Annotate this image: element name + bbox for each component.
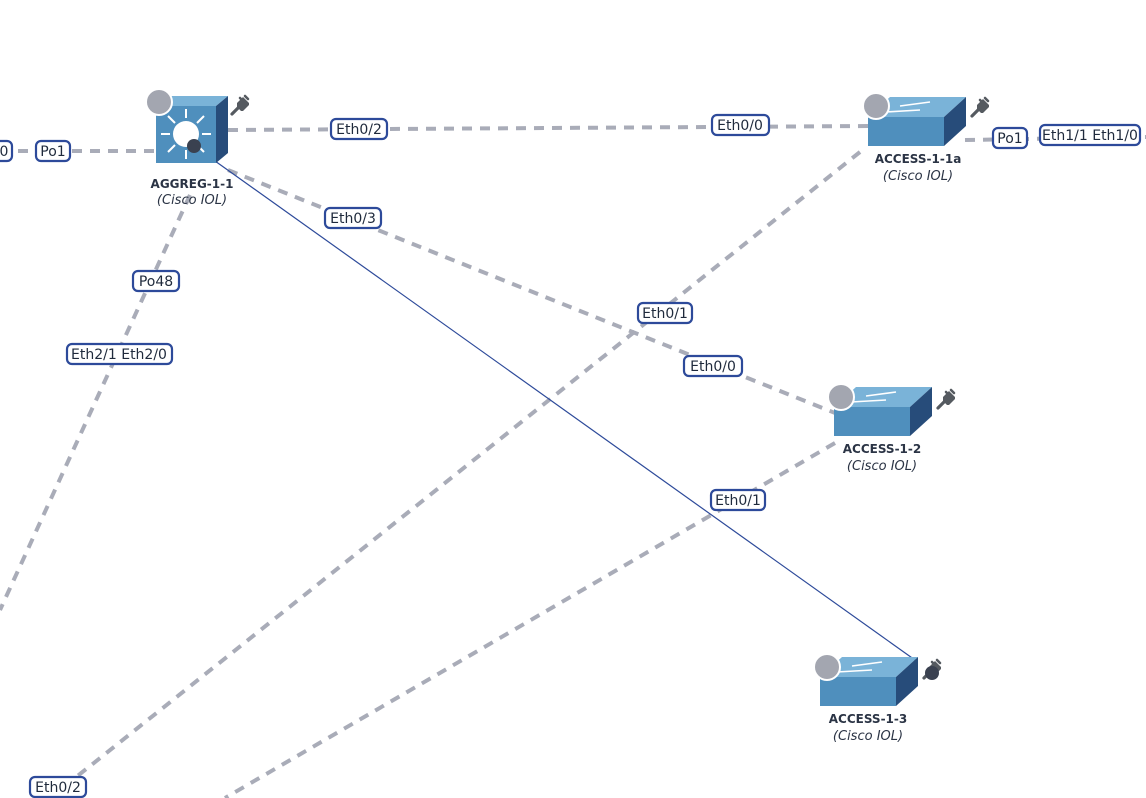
svg-text:Eth0/1: Eth0/1: [715, 493, 761, 509]
status-circle: [813, 653, 841, 681]
svg-text:Eth0/0: Eth0/0: [717, 118, 763, 134]
node-access-1-3[interactable]: ACCESS-1-3 (Cisco IOL): [813, 653, 943, 744]
interface-label[interactable]: Eth1/1 Eth1/0: [1038, 123, 1142, 147]
interface-label[interactable]: Eth0/0: [682, 354, 744, 378]
interface-label[interactable]: Eth2/1 Eth2/0: [65, 342, 174, 366]
svg-text:Eth1/1 Eth1/0: Eth1/1 Eth1/0: [1042, 128, 1138, 144]
node-name: ACCESS-1-3: [829, 712, 908, 726]
svg-text:Eth2/1 Eth2/0: Eth2/1 Eth2/0: [71, 347, 167, 363]
link-access11a-eth01[interactable]: [73, 150, 862, 780]
svg-text:Po48: Po48: [139, 274, 173, 290]
svg-text:Eth0/0: Eth0/0: [690, 359, 736, 375]
interface-label[interactable]: Eth0/3: [323, 206, 383, 230]
svg-text:Po1: Po1: [40, 144, 65, 160]
link-endpoint-dot: [187, 139, 201, 153]
node-type: (Cisco IOL): [883, 169, 953, 184]
layer2-switch-icon: [868, 97, 966, 146]
interface-label[interactable]: Eth0/1: [709, 488, 767, 512]
interface-label[interactable]: Eth0/1: [636, 301, 694, 325]
link-endpoint-dot: [925, 666, 939, 680]
layer2-switch-icon: [820, 657, 918, 706]
link-aggreg-access11a[interactable]: [227, 124, 871, 132]
node-type: (Cisco IOL): [847, 459, 917, 474]
svg-text:Eth0/2: Eth0/2: [35, 780, 81, 796]
link-aggreg-access12[interactable]: [227, 168, 841, 417]
status-circle: [827, 383, 855, 411]
status-circle: [145, 88, 173, 116]
node-type: (Cisco IOL): [157, 193, 227, 208]
node-access-1-1a[interactable]: ACCESS-1-1a (Cisco IOL): [862, 92, 991, 184]
plug-icon[interactable]: [936, 388, 957, 410]
interface-label[interactable]: Po1: [34, 139, 72, 163]
svg-text:Eth0/3: Eth0/3: [330, 211, 376, 227]
node-access-1-2[interactable]: ACCESS-1-2 (Cisco IOL): [827, 383, 957, 474]
plug-icon[interactable]: [970, 96, 991, 118]
interface-label[interactable]: 0: [0, 139, 14, 163]
node-aggreg-1-1[interactable]: AGGREG-1-1 (Cisco IOL): [145, 88, 251, 208]
svg-text:Eth0/1: Eth0/1: [642, 306, 688, 322]
interface-label[interactable]: Po48: [131, 269, 181, 293]
svg-text:0: 0: [0, 144, 8, 160]
node-name: ACCESS-1-1a: [875, 152, 962, 166]
svg-text:Eth0/2: Eth0/2: [336, 122, 382, 138]
interface-label[interactable]: Eth0/2: [28, 775, 88, 798]
links: [0, 124, 1146, 798]
status-circle: [862, 92, 890, 120]
plug-icon[interactable]: [230, 94, 251, 116]
link-aggreg-po48[interactable]: [0, 194, 192, 611]
node-name: AGGREG-1-1: [151, 177, 234, 191]
node-type: (Cisco IOL): [833, 729, 903, 744]
interface-labels: 0 Po1 Eth0/2 Eth0/0 Eth0/3 Eth0/0 Po48: [0, 113, 1142, 798]
interface-label[interactable]: Eth0/2: [329, 117, 389, 141]
node-name: ACCESS-1-2: [843, 442, 922, 456]
interface-label[interactable]: Eth0/0: [710, 113, 771, 137]
interface-label[interactable]: Po1: [991, 126, 1029, 150]
layer2-switch-icon: [834, 387, 932, 436]
link-aggreg-access13-active[interactable]: [193, 145, 916, 661]
svg-text:Po1: Po1: [997, 131, 1022, 147]
